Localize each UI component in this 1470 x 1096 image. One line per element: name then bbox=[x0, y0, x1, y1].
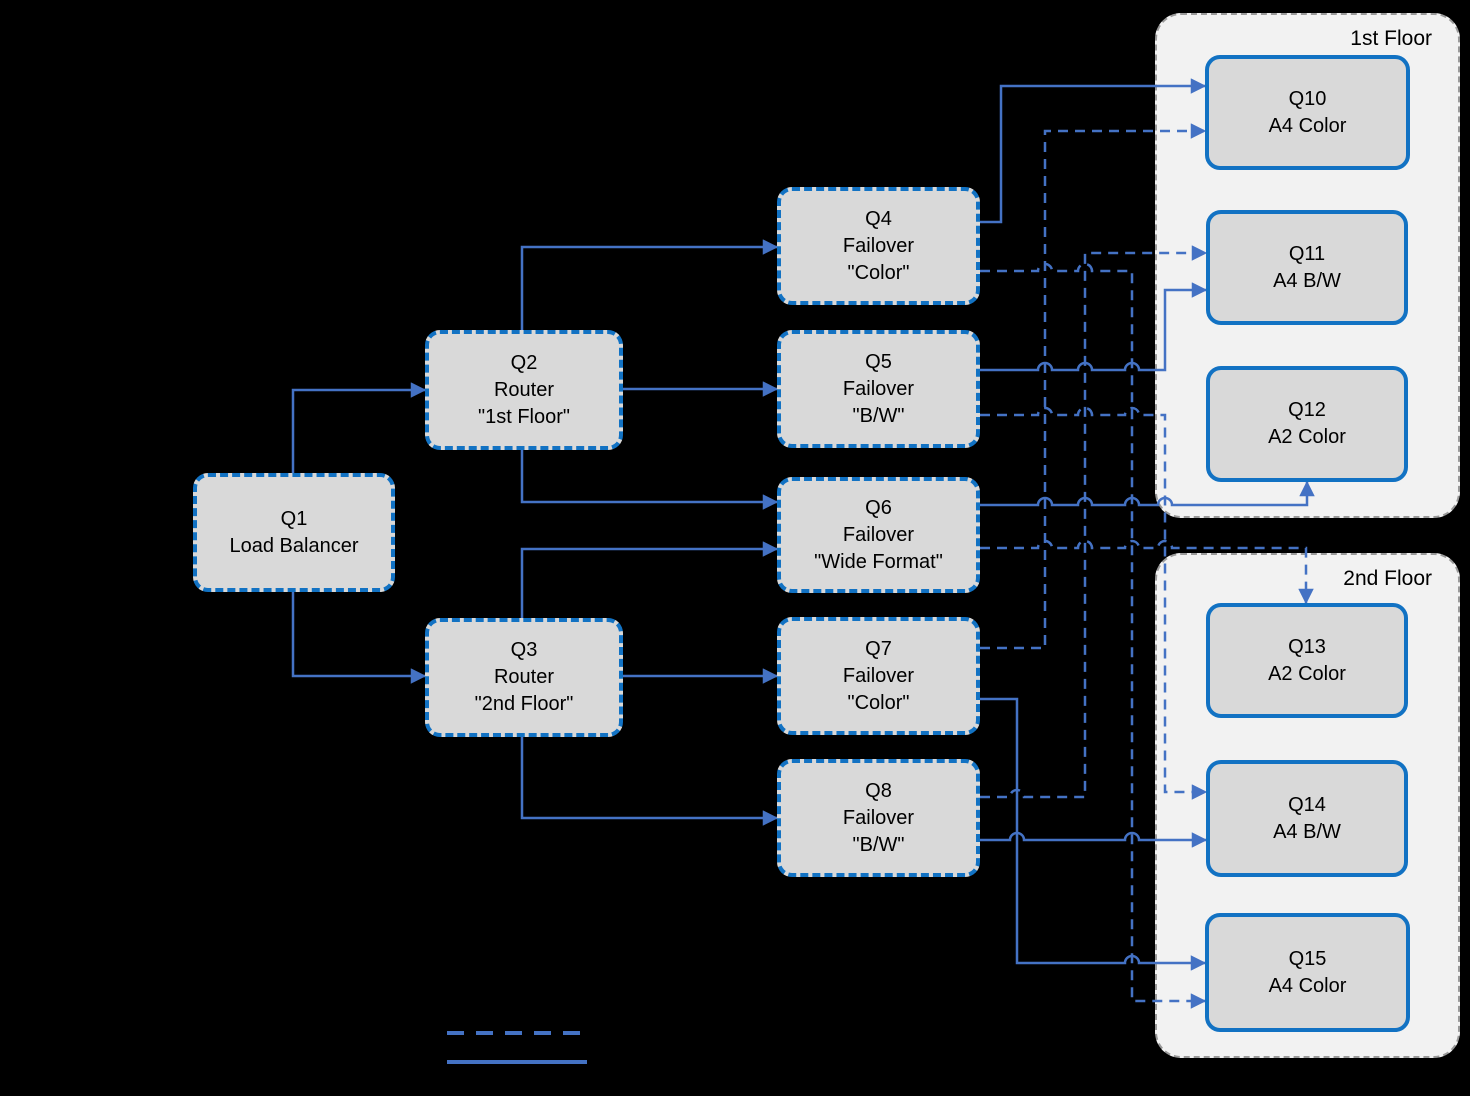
node-label-line: Q1 bbox=[280, 507, 308, 530]
node-label-line: Q5 bbox=[865, 350, 892, 373]
node-label-line: Q12 bbox=[1288, 399, 1326, 421]
node-label-line: Q4 bbox=[865, 207, 892, 230]
node-label-line: Q15 bbox=[1288, 947, 1327, 970]
edge-Q8-Q11-dashed bbox=[980, 245, 1208, 799]
edge-Q5-Q11-solid bbox=[980, 282, 1208, 372]
node-label-line: Router bbox=[493, 378, 555, 401]
edge-Q3-Q6-solid bbox=[520, 541, 779, 618]
node-label-line: "1st Floor" bbox=[477, 405, 570, 428]
node-label-line: Failover bbox=[842, 806, 915, 829]
node-label-line: Failover bbox=[842, 664, 915, 687]
node-q13: Q13 A2 Color bbox=[1206, 603, 1408, 718]
edge-Q7-Q10-dashed bbox=[980, 123, 1207, 650]
group-label: 2nd Floor bbox=[1343, 567, 1432, 590]
node-q14: Q14 A4 B/W bbox=[1206, 760, 1408, 877]
edge-Q2-Q4-solid bbox=[520, 239, 779, 330]
node-q10: Q10 A4 Color bbox=[1205, 55, 1410, 170]
edge-Q3-Q8-solid bbox=[520, 737, 779, 826]
node-label-line: A4 Color bbox=[1268, 114, 1347, 137]
node-q15: Q15 A4 Color bbox=[1205, 913, 1410, 1032]
node-label-line: "Color" bbox=[847, 261, 910, 284]
node-label-line: Q2 bbox=[510, 351, 538, 374]
edge-Q4-Q10-solid bbox=[980, 78, 1207, 224]
node-label-line: Failover bbox=[842, 377, 915, 400]
edge-Q7-Q15-solid bbox=[980, 697, 1207, 971]
edge-Q6-Q13-dashed bbox=[980, 539, 1314, 605]
node-label-line: Q7 bbox=[865, 637, 892, 660]
node-label-line: Q6 bbox=[865, 496, 892, 519]
edge-Q6-Q12-solid bbox=[980, 480, 1315, 507]
edge-Q1-Q2-solid bbox=[291, 382, 427, 473]
edge-Q8-Q14-solid bbox=[980, 831, 1208, 848]
group-label: 1st Floor bbox=[1350, 27, 1432, 50]
node-label-line: Failover bbox=[842, 523, 915, 546]
node-label-line: "Color" bbox=[847, 691, 910, 714]
node-label-line: Q10 bbox=[1288, 87, 1327, 110]
node-label-line: A2 Color bbox=[1268, 662, 1346, 685]
node-label-line: Q3 bbox=[510, 639, 538, 661]
node-label-line: Failover bbox=[842, 234, 915, 257]
node-label-line: Load Balancer bbox=[229, 534, 359, 557]
node-label-line: Router bbox=[493, 666, 555, 688]
node-label-line: A2 Color bbox=[1268, 426, 1346, 448]
edge-Q2-Q6-solid bbox=[520, 450, 779, 510]
node-q12: Q12 A2 Color bbox=[1206, 366, 1408, 482]
node-label-line: Q14 bbox=[1288, 793, 1326, 816]
edge-Q1-Q3-solid bbox=[291, 592, 427, 684]
node-label-line: Q13 bbox=[1288, 635, 1326, 658]
edge-Q4-Q15-dashed bbox=[980, 262, 1207, 1009]
node-label-line: A4 Color bbox=[1268, 974, 1347, 997]
node-label-line: "B/W" bbox=[852, 404, 905, 427]
node-q11: Q11 A4 B/W bbox=[1206, 210, 1408, 325]
node-label-line: "2nd Floor" bbox=[474, 693, 574, 715]
node-label-line: Q8 bbox=[865, 779, 892, 802]
node-label-line: "B/W" bbox=[852, 833, 905, 856]
node-label-line: Q11 bbox=[1288, 242, 1326, 265]
node-label-line: "Wide Format" bbox=[814, 550, 943, 573]
node-label-line: A4 B/W bbox=[1273, 820, 1341, 843]
edge-Q5-Q14-dashed bbox=[980, 406, 1208, 800]
node-label-line: A4 B/W bbox=[1273, 269, 1341, 292]
